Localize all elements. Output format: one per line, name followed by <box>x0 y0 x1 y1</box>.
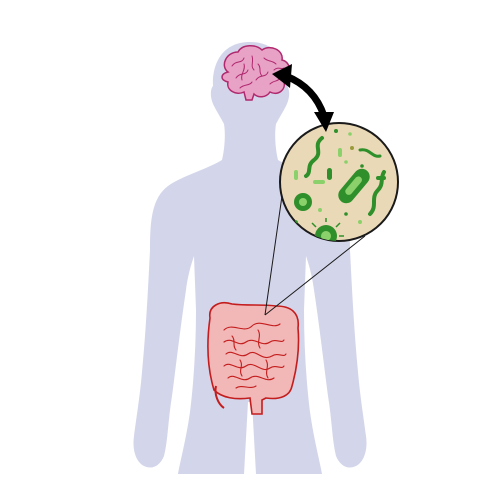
arrow-head-gut <box>314 112 334 132</box>
small-intestine-coils <box>223 322 287 389</box>
body-silhouette <box>133 42 367 474</box>
human-silhouette <box>133 42 367 474</box>
double-arrow-icon <box>272 64 334 132</box>
brain-outline <box>221 45 291 101</box>
zoom-connector-lines <box>264 195 366 316</box>
appendix <box>214 385 225 409</box>
arrow-curve <box>284 72 328 118</box>
intestine-icon <box>207 302 300 415</box>
arrow-head-brain <box>272 64 292 88</box>
microbiome-zoom <box>279 122 399 242</box>
bacteria-icon <box>294 129 386 241</box>
